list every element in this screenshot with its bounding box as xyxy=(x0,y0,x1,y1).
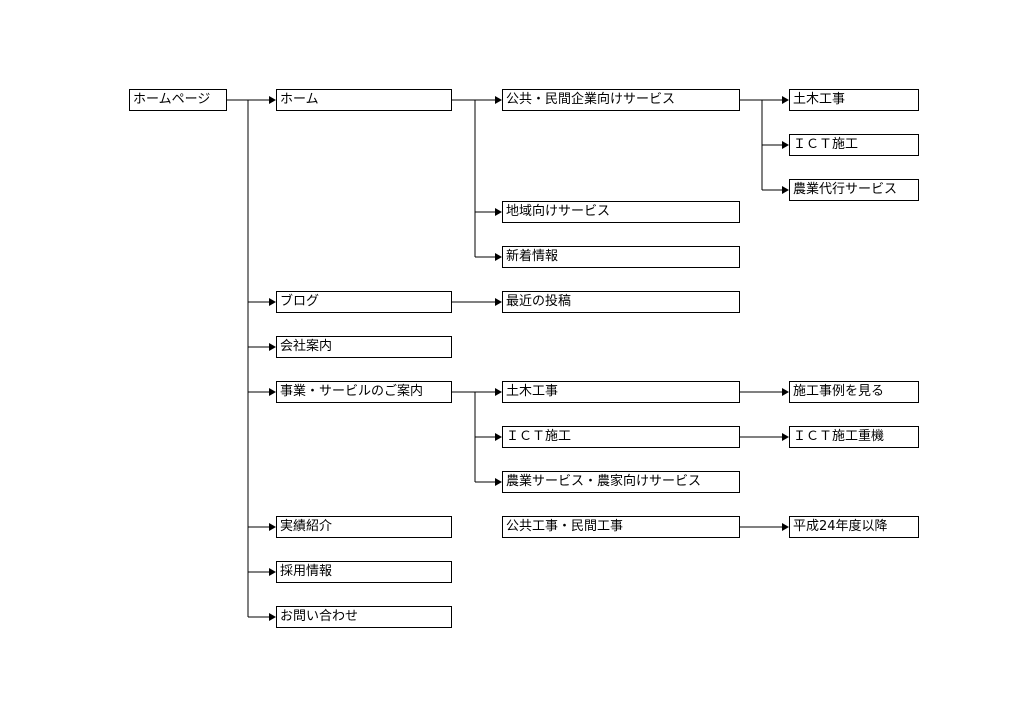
node-services: 事業・サービルのご案内 xyxy=(276,381,452,403)
arrowhead xyxy=(782,96,789,104)
node-public-private-service: 公共・民間企業向けサービス xyxy=(502,89,740,111)
arrowhead xyxy=(269,568,276,576)
node-regional-service: 地域向けサービス xyxy=(502,201,740,223)
node-see-cases: 施工事例を見る xyxy=(789,381,919,403)
node-latest-posts: 最近の投稿 xyxy=(502,291,740,313)
node-contact: お問い合わせ xyxy=(276,606,452,628)
node-news: 新着情報 xyxy=(502,246,740,268)
arrowhead xyxy=(495,253,502,261)
node-results: 実績紹介 xyxy=(276,516,452,538)
arrowhead xyxy=(269,523,276,531)
arrowhead xyxy=(495,433,502,441)
arrowhead xyxy=(269,298,276,306)
node-agri-service: 農業サービス・農家向けサービス xyxy=(502,471,740,493)
arrowhead xyxy=(269,343,276,351)
node-public-works: 公共工事・民間工事 xyxy=(502,516,740,538)
node-company: 会社案内 xyxy=(276,336,452,358)
arrowhead xyxy=(269,96,276,104)
arrowhead xyxy=(495,298,502,306)
node-blog: ブログ xyxy=(276,291,452,313)
node-civil-engineering-2: 土木工事 xyxy=(502,381,740,403)
node-agri-proxy-service: 農業代行サービス xyxy=(789,179,919,201)
arrowhead xyxy=(495,388,502,396)
node-ict-construction: ＩＣＴ施工 xyxy=(789,134,919,156)
arrowhead xyxy=(782,186,789,194)
arrowhead xyxy=(269,613,276,621)
arrowhead xyxy=(495,208,502,216)
arrowhead xyxy=(782,388,789,396)
node-home: ホーム xyxy=(276,89,452,111)
node-ict-construction-2: ＩＣＴ施工 xyxy=(502,426,740,448)
node-recruit: 採用情報 xyxy=(276,561,452,583)
arrowhead xyxy=(782,523,789,531)
arrowhead xyxy=(495,96,502,104)
arrowhead xyxy=(782,433,789,441)
arrowhead xyxy=(495,478,502,486)
arrowhead xyxy=(269,388,276,396)
node-homepage: ホームページ xyxy=(129,89,227,111)
arrowhead xyxy=(782,141,789,149)
node-civil-engineering: 土木工事 xyxy=(789,89,919,111)
node-ict-machines: ＩＣＴ施工重機 xyxy=(789,426,919,448)
node-since-h24: 平成24年度以降 xyxy=(789,516,919,538)
